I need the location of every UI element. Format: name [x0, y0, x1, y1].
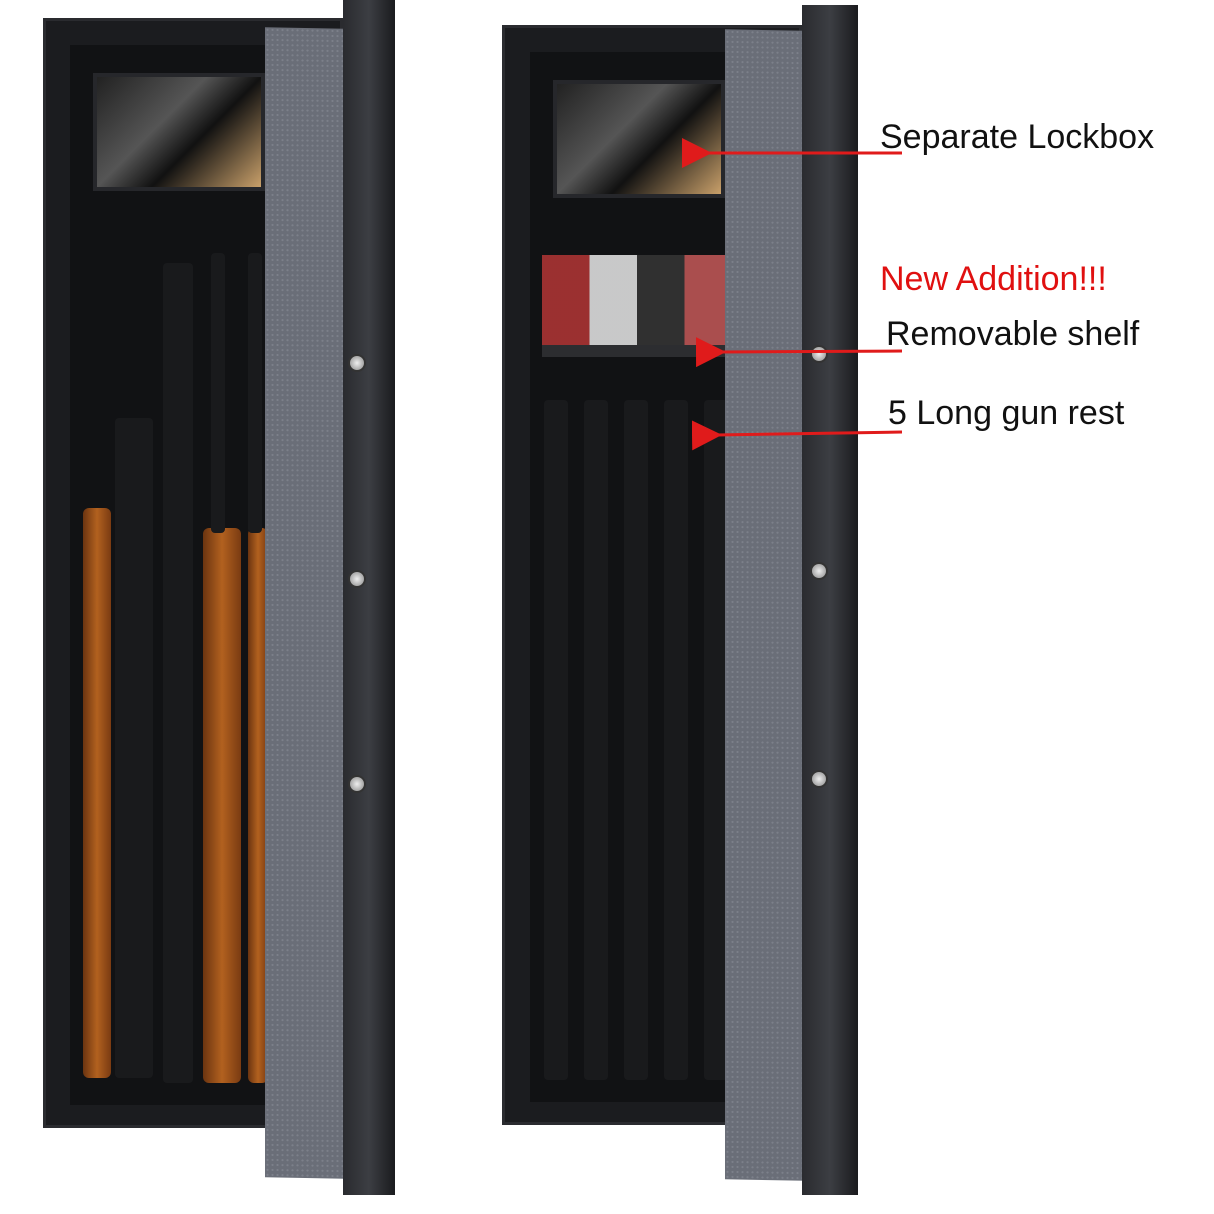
- rifle: [704, 400, 728, 1080]
- locking-bolt: [348, 775, 366, 793]
- locking-bolt: [348, 570, 366, 588]
- rifle-barrel: [248, 253, 262, 533]
- removable-shelf: [542, 345, 732, 357]
- ammo-shelf: [542, 255, 732, 350]
- right-safe: [502, 5, 858, 1195]
- locking-bolt: [810, 345, 828, 363]
- rifle-barrel: [211, 253, 225, 533]
- door-frame: [802, 5, 858, 1195]
- lockbox: [93, 73, 265, 191]
- rifle: [544, 400, 568, 1080]
- rifle-stock: [203, 528, 241, 1083]
- shelf-arrow: [695, 337, 903, 368]
- lockbox-callout: Separate Lockbox: [880, 118, 1155, 156]
- rifle-stock: [248, 528, 268, 1083]
- new-addition-callout: New Addition!!!: [880, 260, 1107, 298]
- shelf-callout: Removable shelf: [886, 315, 1140, 353]
- shotgun: [163, 263, 193, 1083]
- locking-bolt: [348, 354, 366, 372]
- left-safe: [43, 0, 395, 1195]
- rifle: [664, 400, 688, 1080]
- rifle: [584, 400, 608, 1080]
- locking-bolt: [810, 562, 828, 580]
- gun-rest-arrow: [691, 420, 903, 451]
- door-frame: [343, 0, 395, 1195]
- locking-bolt: [810, 770, 828, 788]
- rifle: [115, 418, 153, 1078]
- rifle-stock: [83, 508, 111, 1078]
- rifle: [624, 400, 648, 1080]
- gun-rest-callout: 5 Long gun rest: [888, 394, 1125, 432]
